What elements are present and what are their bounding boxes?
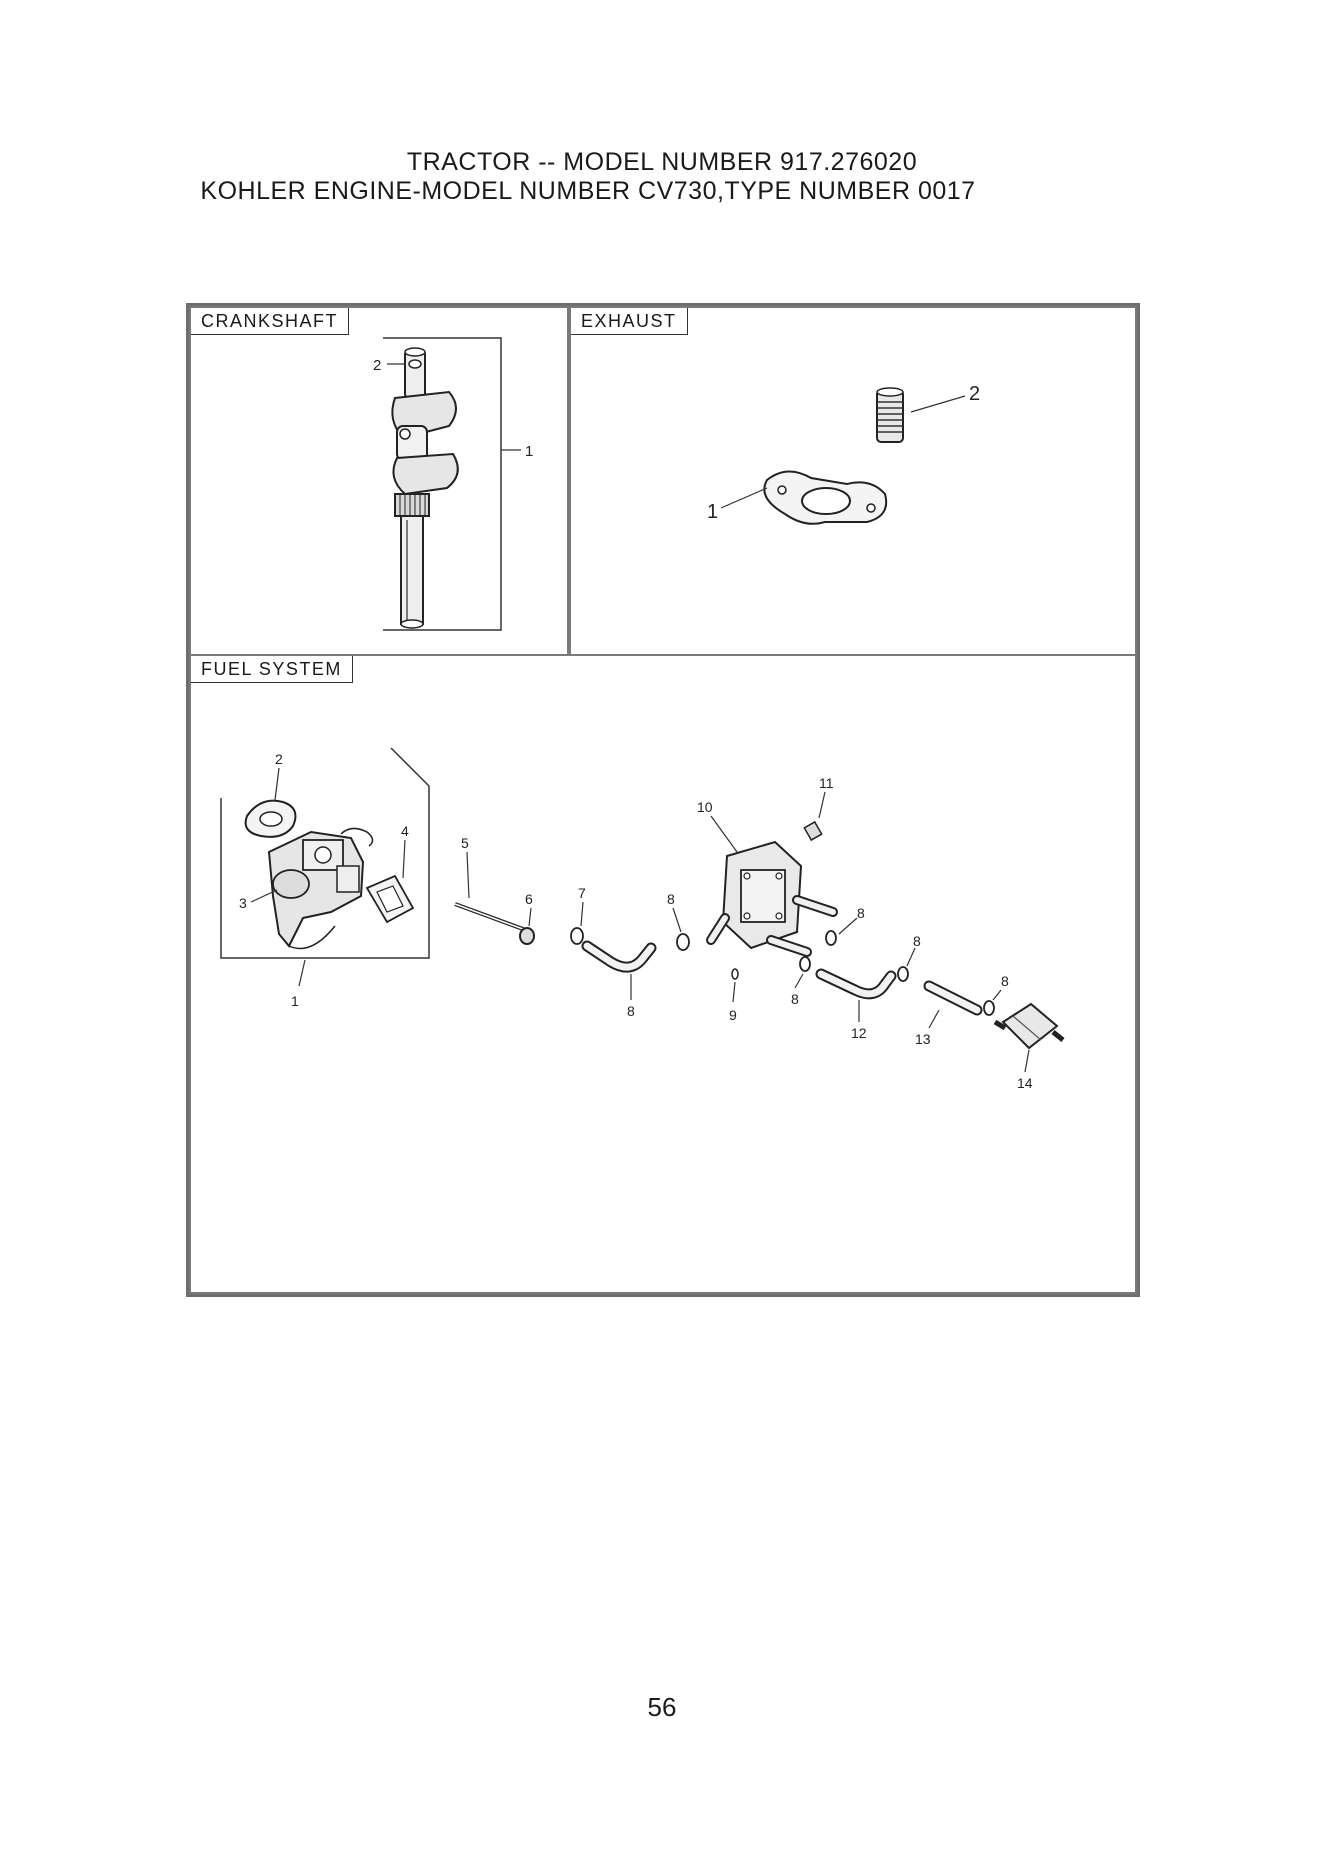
fuel-callout-14: 14 (1017, 1075, 1033, 1091)
fuel-callout-8c: 8 (857, 905, 865, 921)
fuel-callout-13: 13 (915, 1031, 931, 1047)
fuel-callout-8b: 8 (667, 891, 675, 907)
fuel-callout-3: 3 (239, 895, 247, 911)
fuel-callout-6: 6 (525, 891, 533, 907)
fuel-callout-5: 5 (461, 835, 469, 851)
fuel-callout-12: 12 (851, 1025, 867, 1041)
fuel-callout-8f: 8 (1001, 973, 1009, 989)
fuel-callout-8e: 8 (913, 933, 921, 949)
fuel-callout-11: 11 (819, 775, 834, 791)
diagram-frame: CRANKSHAFT (186, 303, 1140, 1297)
exhaust-panel: EXHAUST 2 1 (569, 306, 1137, 656)
fuel-system-panel: FUEL SYSTEM 2 3 4 1 (189, 654, 1137, 1294)
exhaust-callout-2: 2 (969, 383, 980, 405)
fuel-callout-8a: 7 (578, 885, 586, 901)
fuel-callout-4: 4 (401, 823, 409, 839)
fuel-callout-7: 8 (627, 1003, 635, 1019)
page-subtitle: KOHLER ENGINE-MODEL NUMBER CV730,TYPE NU… (0, 177, 1250, 206)
fuel-system-illustration: 2 3 4 1 5 6 (191, 656, 1137, 1294)
exhaust-callout-1: 1 (707, 501, 718, 523)
page-number: 56 (0, 1692, 1324, 1723)
fuel-callout-2: 2 (275, 751, 283, 767)
fuel-callout-10: 10 (697, 799, 713, 815)
crankshaft-panel: CRANKSHAFT (189, 306, 569, 656)
page-title: TRACTOR -- MODEL NUMBER 917.276020 (0, 148, 1324, 177)
fuel-callout-9: 9 (729, 1007, 737, 1023)
fuel-callout-8d: 8 (791, 991, 799, 1007)
crankshaft-callout-1: 1 (525, 443, 533, 460)
exhaust-illustration: 2 1 (571, 308, 1137, 656)
crankshaft-illustration: 2 1 (191, 308, 569, 656)
crankshaft-callout-2: 2 (373, 357, 381, 374)
fuel-callout-1: 1 (291, 993, 299, 1009)
